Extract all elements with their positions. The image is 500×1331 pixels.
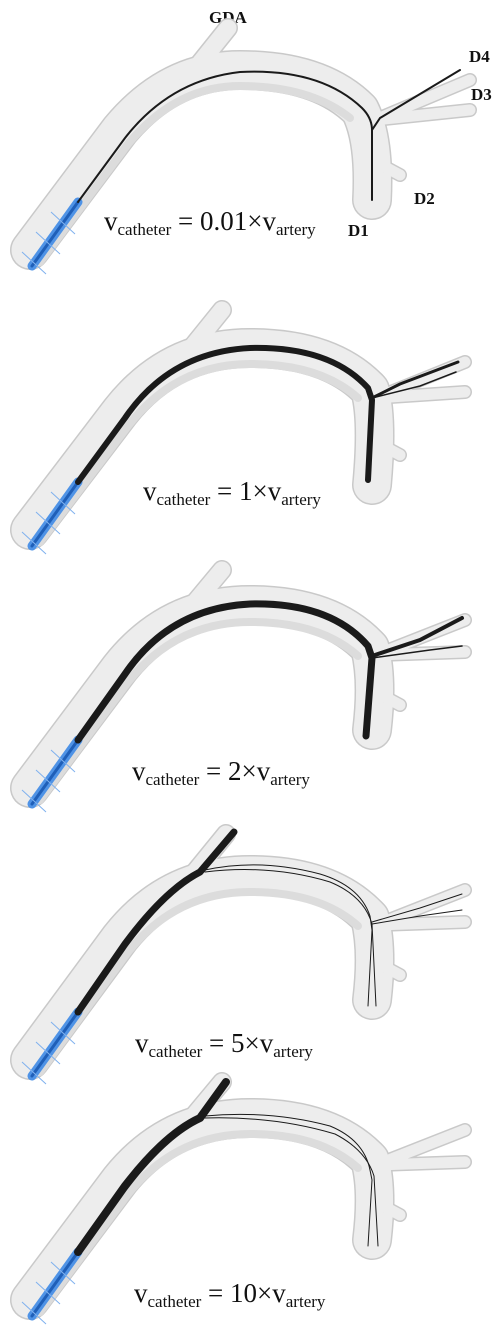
equation-panel-2: vcatheter = 1×vartery xyxy=(143,478,321,508)
equation-panel-4: vcatheter = 5×vartery xyxy=(135,1030,313,1060)
equation-panel-5: vcatheter = 10×vartery xyxy=(134,1280,325,1310)
equation-panel-3: vcatheter = 2×vartery xyxy=(132,758,310,788)
panel-5: vcatheter = 10×vartery xyxy=(0,1080,500,1331)
vessel-panel-2 xyxy=(0,300,500,570)
panel-4: vcatheter = 5×vartery xyxy=(0,820,500,1080)
panel-3: vcatheter = 2×vartery xyxy=(0,560,500,820)
panel-1: vcatheter = 0.01×vartery xyxy=(0,0,500,290)
equation-panel-1: vcatheter = 0.01×vartery xyxy=(104,208,316,238)
panel-2: vcatheter = 1×vartery xyxy=(0,300,500,570)
vessel-panel-1 xyxy=(0,0,500,290)
